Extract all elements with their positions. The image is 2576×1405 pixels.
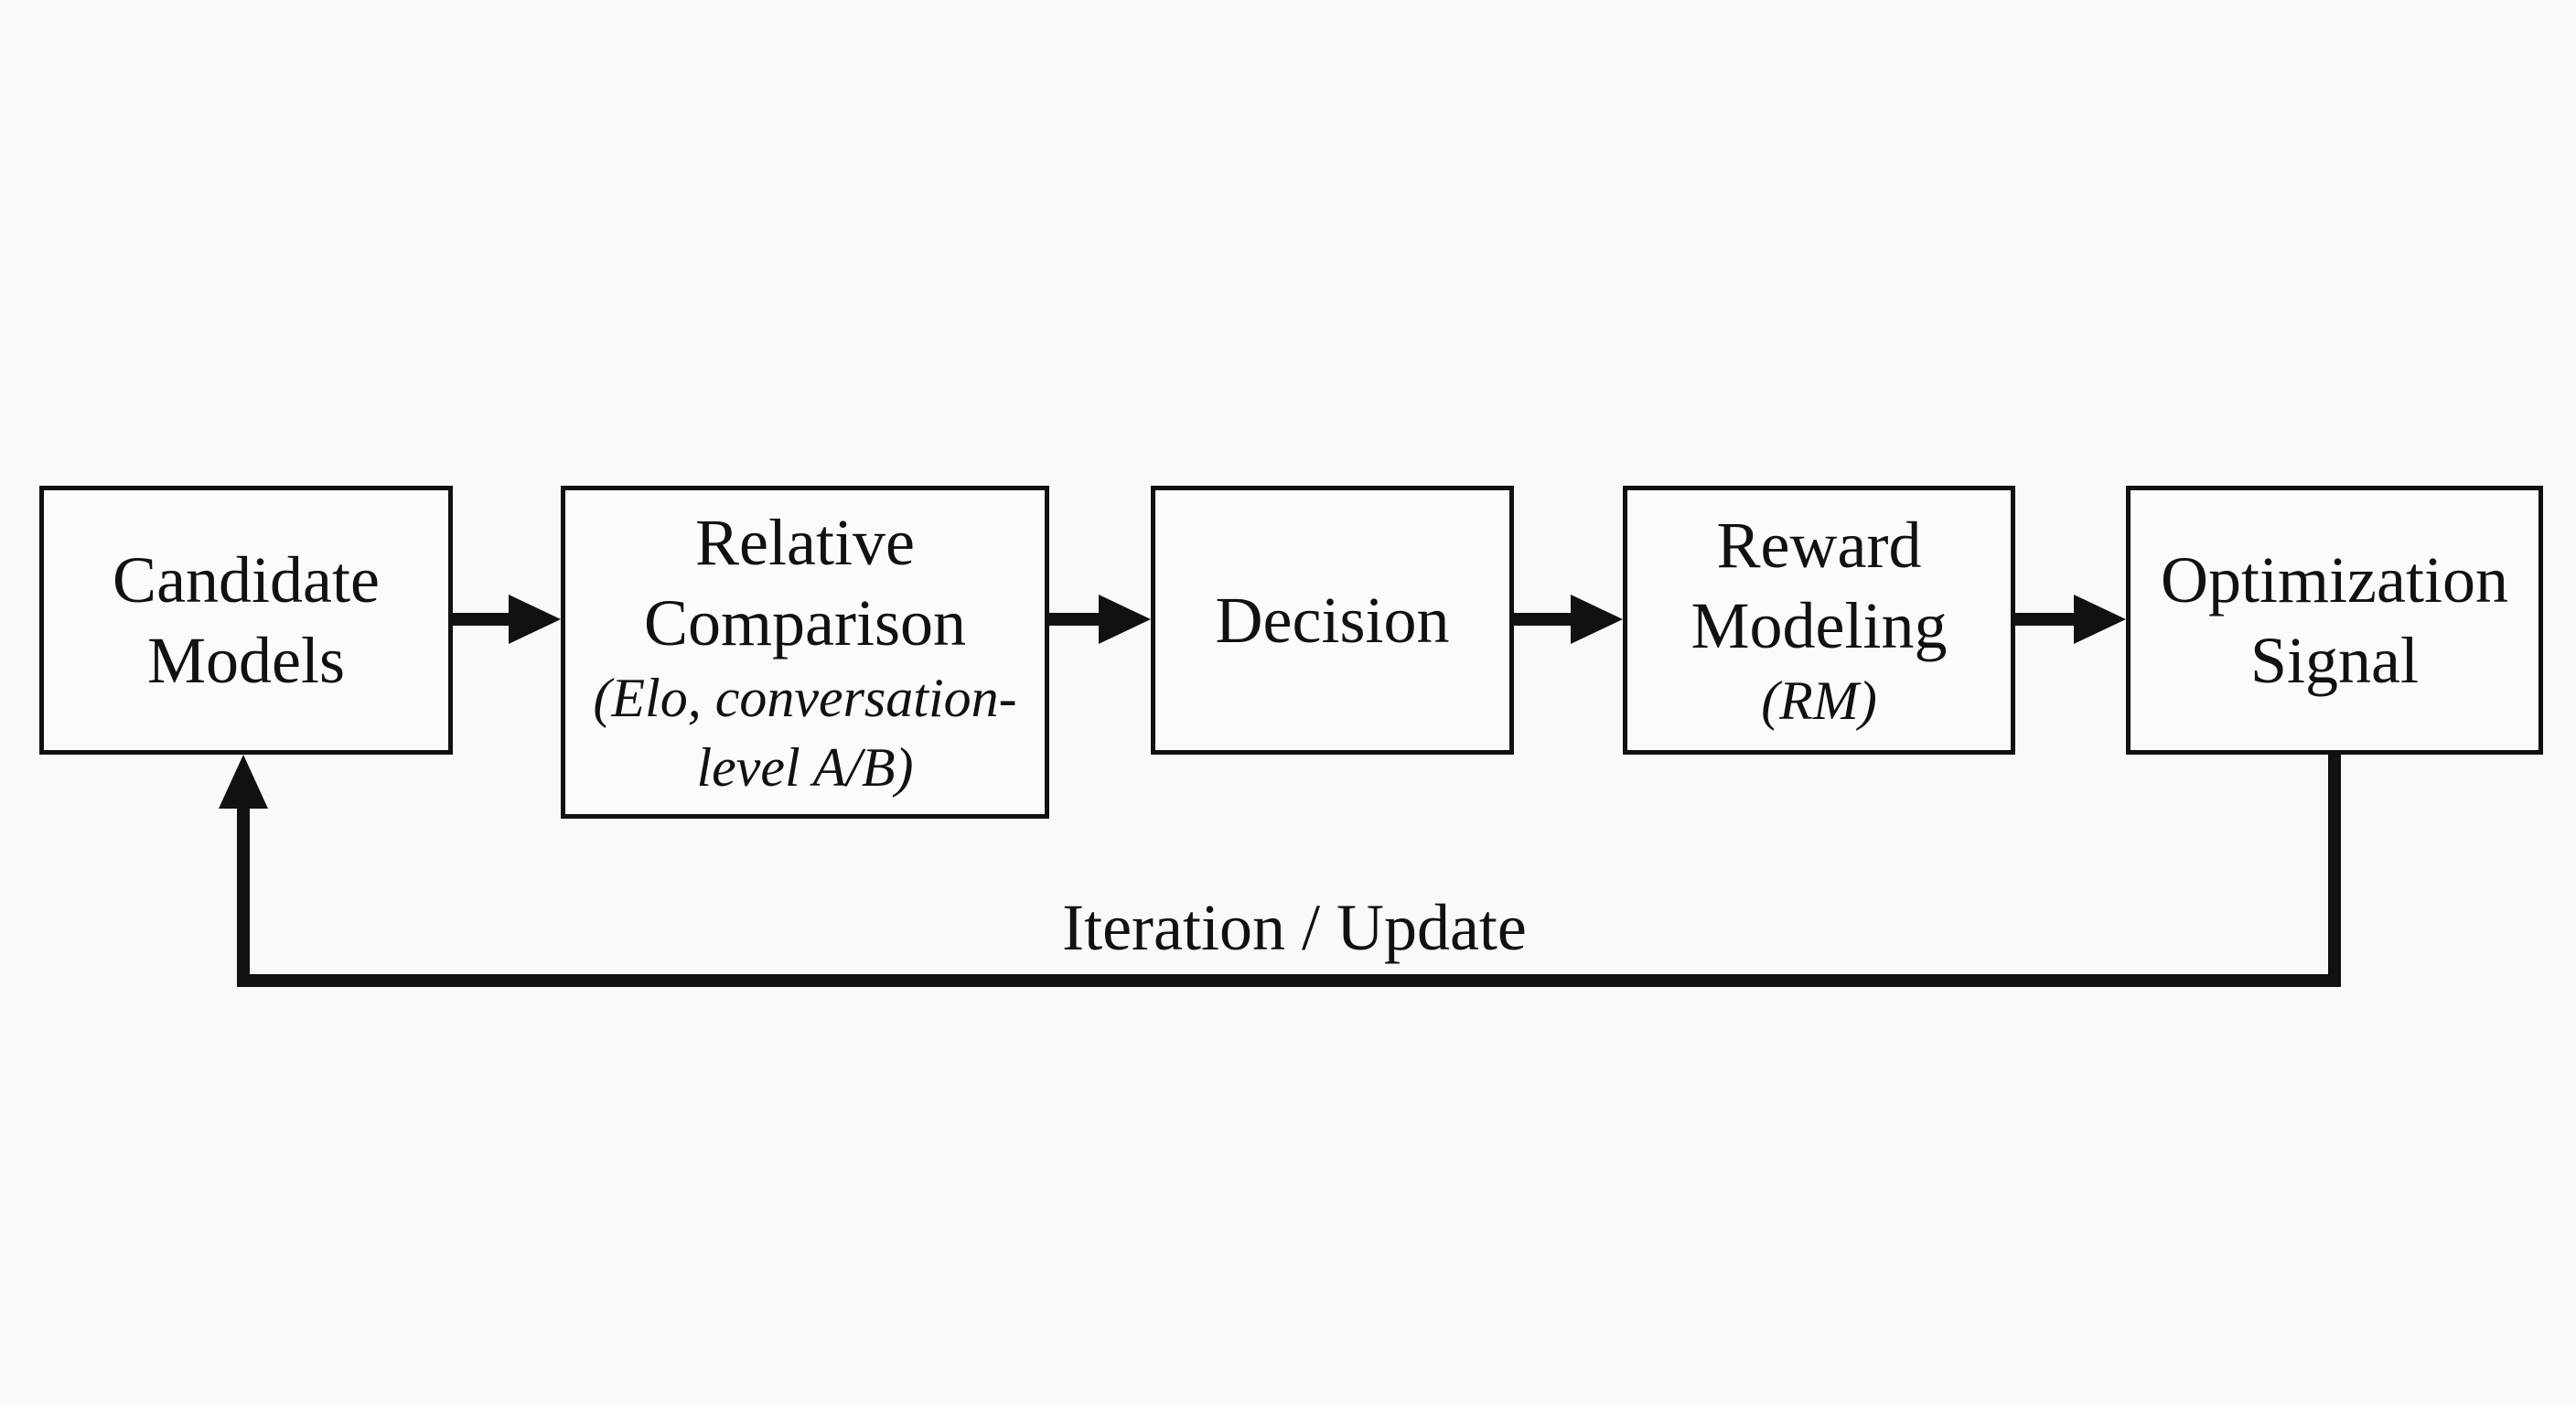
- node-reward-modeling: Reward Modeling (RM): [1623, 486, 2015, 755]
- arrow-decision-to-reward: [1514, 595, 1623, 644]
- node-candidate-models-label: Candidate Models: [113, 543, 380, 697]
- arrow-reward-to-optim: [2015, 595, 2126, 644]
- node-relative-comparison-label: Relative Comparison: [644, 506, 966, 660]
- node-candidate-models: Candidate Models: [39, 486, 453, 755]
- node-reward-modeling-sublabel: (RM): [1761, 670, 1877, 731]
- node-decision-label: Decision: [1215, 584, 1450, 657]
- node-optimization-signal: Optimization Signal: [2126, 486, 2543, 755]
- arrow-feedback-loop: [219, 755, 2341, 987]
- node-decision: Decision: [1151, 486, 1514, 755]
- arrow-relative-to-decision: [1049, 595, 1151, 644]
- node-reward-modeling-label: Reward Modeling: [1690, 509, 1948, 662]
- node-relative-comparison: Relative Comparison (Elo, conversation- …: [561, 486, 1049, 819]
- arrow-candidate-to-relative: [453, 595, 561, 644]
- loop-label: Iteration / Update: [1062, 891, 1527, 964]
- node-relative-comparison-sublabel: (Elo, conversation- level A/B): [593, 668, 1017, 798]
- node-optimization-signal-label: Optimization Signal: [2161, 543, 2508, 697]
